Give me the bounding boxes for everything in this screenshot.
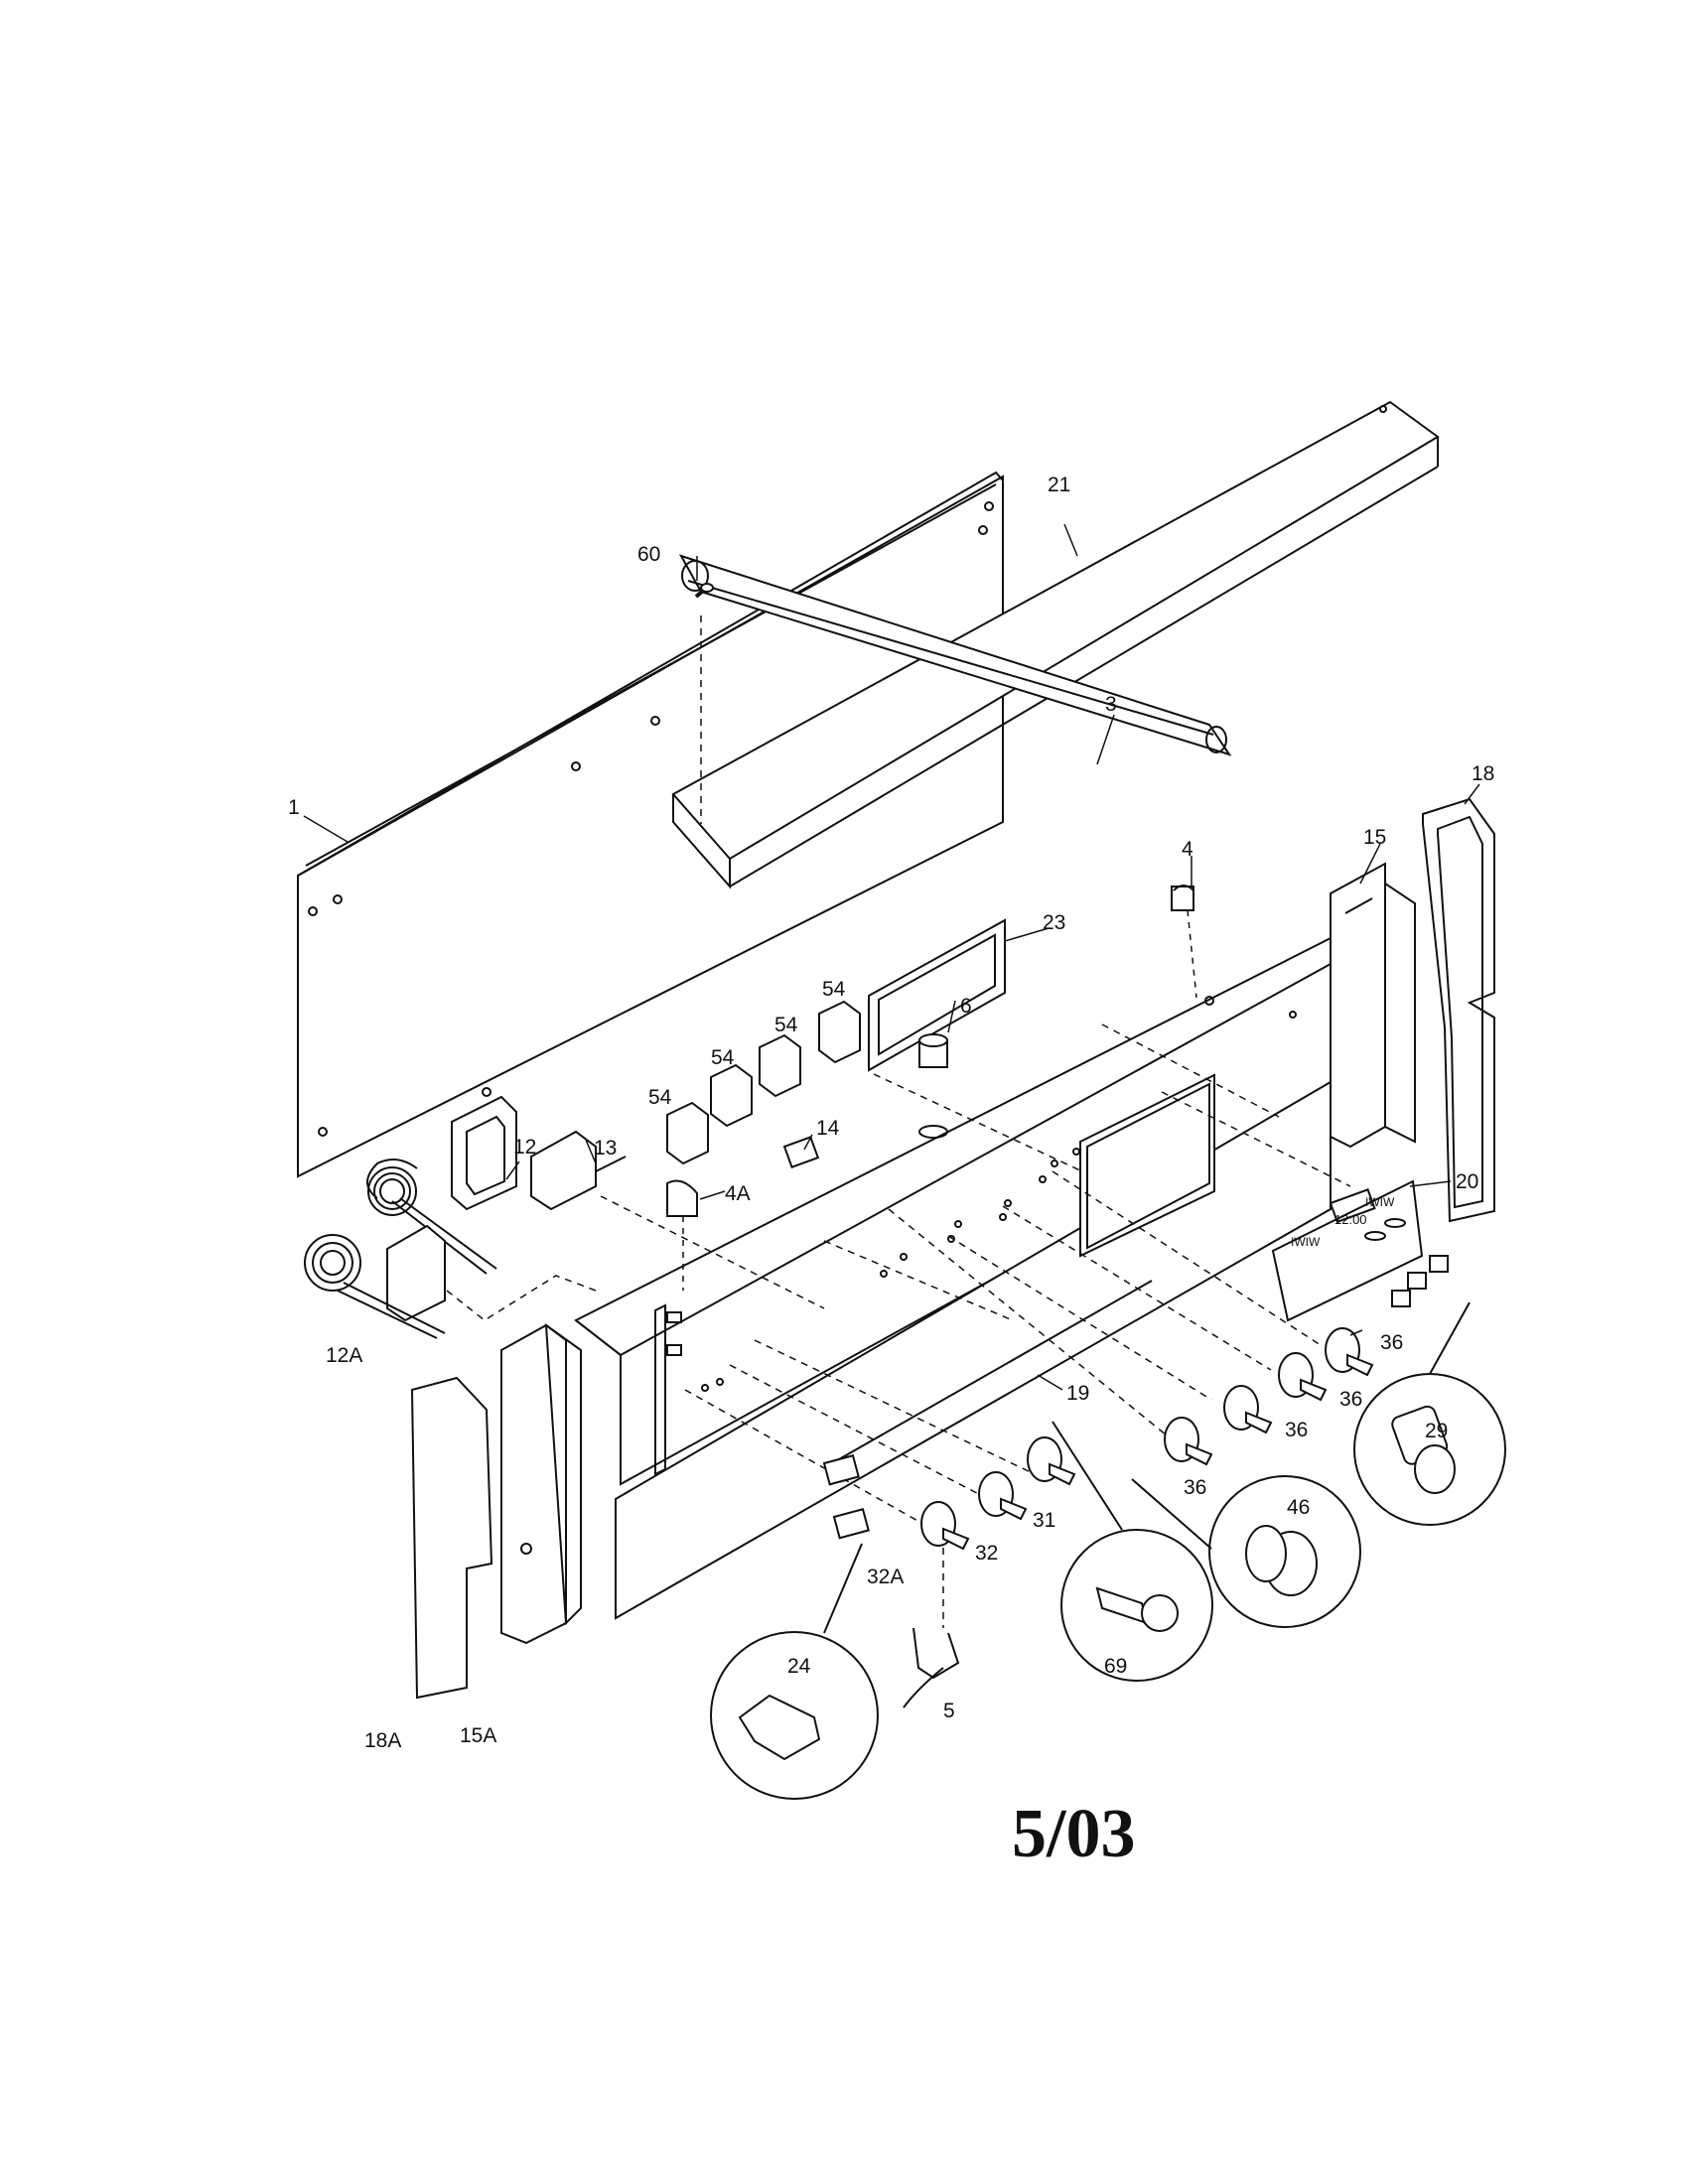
label-part-32a: 32A (867, 1566, 904, 1588)
end-cap-part (1422, 797, 1495, 1223)
label-part-3: 3 (1105, 693, 1117, 716)
top-trim-part (671, 400, 1440, 889)
fluorescent-tube-part (678, 554, 1232, 756)
screw-part (694, 583, 714, 824)
leader-lines (303, 523, 1480, 1391)
rear-panel-part (297, 471, 1004, 1178)
label-part-6: 6 (960, 995, 972, 1018)
label-part-36-d: 36 (1184, 1476, 1206, 1499)
date-code: 5/03 (1012, 1796, 1136, 1872)
label-part-36-a: 36 (1380, 1331, 1403, 1354)
wire-bracket-part (903, 1627, 960, 1708)
indicator-lamp-part (918, 1033, 948, 1139)
label-part-15: 15 (1363, 826, 1386, 849)
label-part-4: 4 (1182, 838, 1193, 861)
detail-circle-rocker (710, 1543, 879, 1800)
label-part-18a: 18A (364, 1729, 401, 1752)
label-part-18: 18 (1472, 762, 1494, 785)
clock-mark-right: IWIW (1365, 1195, 1395, 1209)
part-number-labels: 1 21 60 3 4 23 54 54 54 54 6 15 18 12 13… (288, 474, 1494, 1752)
burner-knob-part (920, 1436, 1076, 1551)
clock-panel-part: 12:00 IWIW IWIW (1271, 1179, 1424, 1322)
label-part-20: 20 (1456, 1170, 1478, 1193)
socket-part (782, 1136, 820, 1168)
label-part-46: 46 (1287, 1496, 1310, 1519)
detail-circle-screw (1052, 1421, 1213, 1682)
label-part-32: 32 (975, 1542, 998, 1565)
detail-circle-knob-46 (1131, 1475, 1361, 1628)
label-part-54-c: 54 (711, 1046, 735, 1069)
side-bracket-part (1330, 862, 1416, 1149)
label-part-1: 1 (288, 796, 300, 819)
detail-circle-knob-29 (1353, 1301, 1506, 1526)
label-part-19: 19 (1066, 1382, 1089, 1405)
label-part-31: 31 (1033, 1509, 1055, 1532)
label-part-36-c: 36 (1285, 1419, 1308, 1441)
clock-knob-part (1391, 1255, 1449, 1307)
label-part-29: 29 (1425, 1420, 1448, 1442)
label-part-24: 24 (787, 1655, 811, 1678)
label-part-54-a: 54 (822, 978, 846, 1001)
label-part-12: 12 (513, 1136, 536, 1159)
label-part-14: 14 (816, 1117, 840, 1140)
window-frame-part (868, 918, 1006, 1072)
thermostat-12a-part (304, 1224, 597, 1339)
label-part-15a: 15A (460, 1724, 496, 1747)
lamp-clip-part (666, 1179, 698, 1291)
label-part-69: 69 (1104, 1655, 1127, 1678)
side-bracket-15a-part (500, 1322, 582, 1645)
selector-switch-part (530, 1130, 627, 1211)
label-part-12a: 12A (326, 1344, 362, 1367)
clock-display-text: 12:00 (1334, 1212, 1367, 1227)
label-part-60: 60 (637, 543, 660, 566)
label-part-23: 23 (1043, 911, 1065, 934)
label-part-36-b: 36 (1339, 1388, 1362, 1411)
end-cap-18a-part (410, 1376, 493, 1700)
label-part-4a: 4A (725, 1182, 751, 1205)
label-part-5: 5 (943, 1700, 955, 1722)
rocker-switch-part (822, 1280, 1153, 1540)
label-part-21: 21 (1048, 474, 1070, 496)
label-part-54-b: 54 (774, 1014, 798, 1036)
thermostat-part (366, 1095, 517, 1275)
clock-mark-left: IWIW (1291, 1235, 1321, 1249)
clip-part (1171, 885, 1197, 999)
infinite-switch-part (666, 1000, 861, 1165)
label-part-54-d: 54 (648, 1086, 672, 1109)
oven-knob-part (1164, 1327, 1374, 1466)
label-part-13: 13 (594, 1137, 617, 1160)
